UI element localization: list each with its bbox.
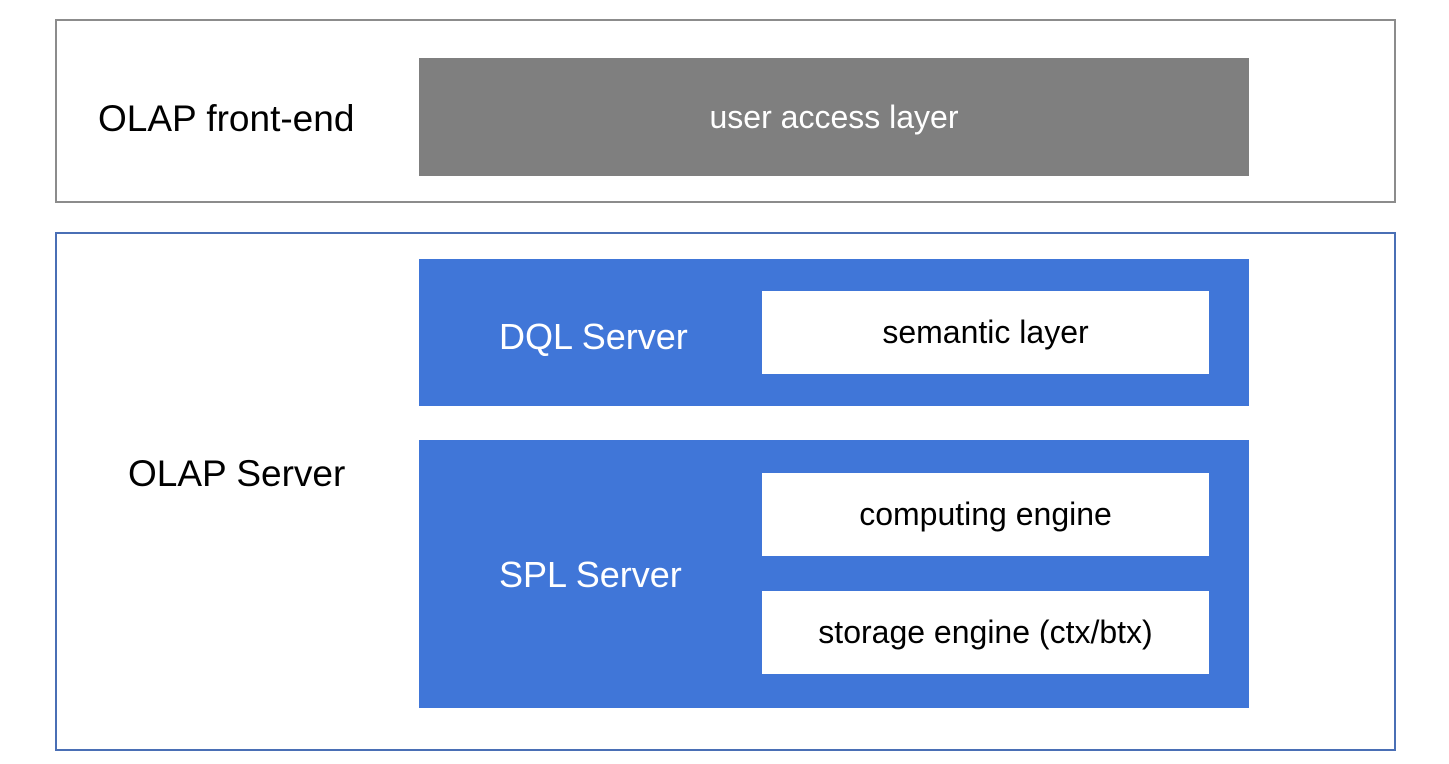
- computing-engine-block: computing engine: [762, 473, 1209, 556]
- spl-server-label: SPL Server: [499, 554, 682, 595]
- dql-server-block: DQL Server semantic layer: [419, 259, 1249, 406]
- olap-server-label: OLAP Server: [128, 453, 346, 494]
- computing-engine-label: computing engine: [859, 496, 1112, 532]
- user-access-layer-block: user access layer: [419, 58, 1249, 176]
- semantic-layer-block: semantic layer: [762, 291, 1209, 374]
- storage-engine-block: storage engine (ctx/btx): [762, 591, 1209, 674]
- spl-server-block: SPL Server computing engine storage engi…: [419, 440, 1249, 708]
- olap-frontend-label: OLAP front-end: [98, 98, 355, 139]
- dql-server-label: DQL Server: [499, 316, 688, 357]
- user-access-layer-label: user access layer: [709, 98, 959, 135]
- semantic-layer-label: semantic layer: [882, 314, 1089, 350]
- storage-engine-label: storage engine (ctx/btx): [818, 614, 1153, 650]
